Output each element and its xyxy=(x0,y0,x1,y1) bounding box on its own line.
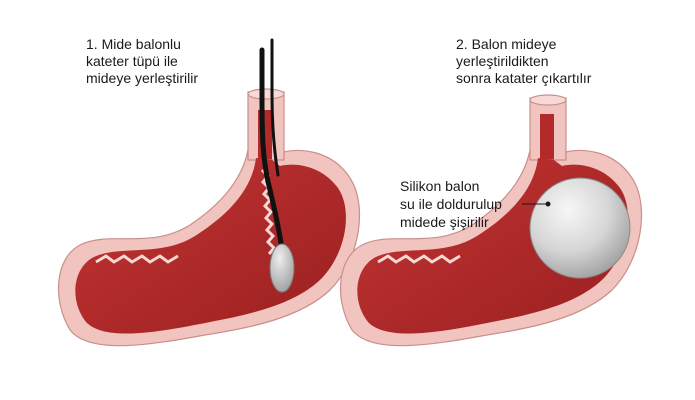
catheter-tube xyxy=(259,47,285,253)
esophagus-inner-2 xyxy=(540,114,554,160)
step2-label: 2. Balon mideye yerleştirildikten sonra … xyxy=(456,36,592,86)
stomach-fold-bottom-2 xyxy=(377,254,461,264)
inflated-balloon xyxy=(529,177,631,279)
stomach-fold-1 xyxy=(260,168,277,255)
step1-line-1: 1. Mide balonlu xyxy=(86,36,181,52)
step2-line-1: 2. Balon mideye xyxy=(456,36,557,52)
stomach-1 xyxy=(57,38,361,347)
step1-line-3: mideye yerleştirilir xyxy=(86,70,198,86)
esophagus-opening-1 xyxy=(247,88,285,100)
balloon-callout-label: Silikon balon su ile doldurulup midede ş… xyxy=(400,178,506,230)
deflated-balloon xyxy=(269,243,295,293)
step2-line-3: sonra katater çıkartılır xyxy=(456,70,592,86)
step1-label: 1. Mide balonlu kateter tüpü ile mideye … xyxy=(86,36,198,86)
esophagus-opening-2 xyxy=(529,94,567,106)
callout-line-3: midede şişirilir xyxy=(400,214,489,230)
callout-line-2: su ile doldurulup xyxy=(400,196,502,212)
step2-line-2: yerleştirildikten xyxy=(456,53,549,69)
stomach-fold-bottom-1 xyxy=(95,254,179,264)
stomach-2 xyxy=(339,94,643,347)
step1-line-2: kateter tüpü ile xyxy=(86,53,178,69)
catheter-guide xyxy=(270,38,280,177)
callout-dot xyxy=(545,201,551,207)
callout-line-1: Silikon balon xyxy=(400,178,479,194)
